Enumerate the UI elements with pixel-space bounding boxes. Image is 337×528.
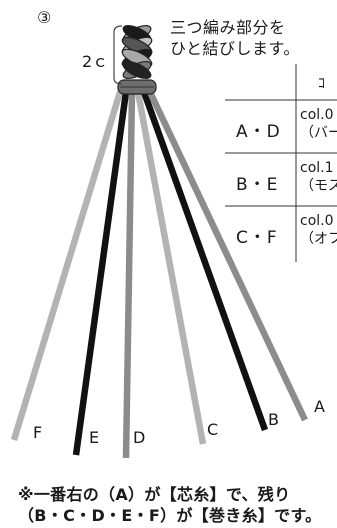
note-line-1: ※一番右の（A）が【芯糸】で、残り [18, 485, 291, 504]
table-row-label: B・E [236, 175, 279, 195]
braid-length-label: 2ｃ [82, 52, 109, 71]
table-cell-color-name: （バー [300, 125, 337, 141]
table-cell-color-name: （オフ [300, 231, 337, 247]
note-line-2: （B・C・D・E・F）が【巻き糸】です。 [18, 506, 322, 525]
table-header-partial: ｺ [318, 76, 325, 92]
table-row-label: C・F [236, 228, 278, 248]
step-number: ③ [37, 8, 52, 27]
table-cell-color-number: col.0 [300, 213, 334, 229]
strand-label-b: B [268, 410, 279, 429]
strand-label-a: A [314, 397, 325, 416]
table-cell-color-name: （モス [300, 178, 337, 194]
strand-label-e: E [89, 428, 100, 447]
strands [10, 90, 308, 459]
table-row-label: A・D [236, 122, 281, 142]
instruction-line-2: ひと結びします。 [170, 39, 300, 58]
strand-e [72, 91, 130, 456]
strand-d [122, 91, 136, 459]
strand-f [10, 91, 124, 441]
strand-a [147, 90, 308, 422]
braid [121, 25, 153, 79]
strand-b [140, 90, 269, 432]
strand-label-c: C [207, 420, 219, 439]
strand-label-d: D [133, 428, 146, 447]
instruction-line-1: 三つ編み部分を [170, 18, 286, 37]
strand-label-f: F [33, 423, 43, 442]
table-cell-color-number: col.1 [300, 160, 334, 176]
length-bracket [113, 25, 123, 85]
table-cell-color-number: col.0 [300, 107, 334, 123]
strand-c [134, 91, 207, 445]
color-table [225, 64, 337, 262]
